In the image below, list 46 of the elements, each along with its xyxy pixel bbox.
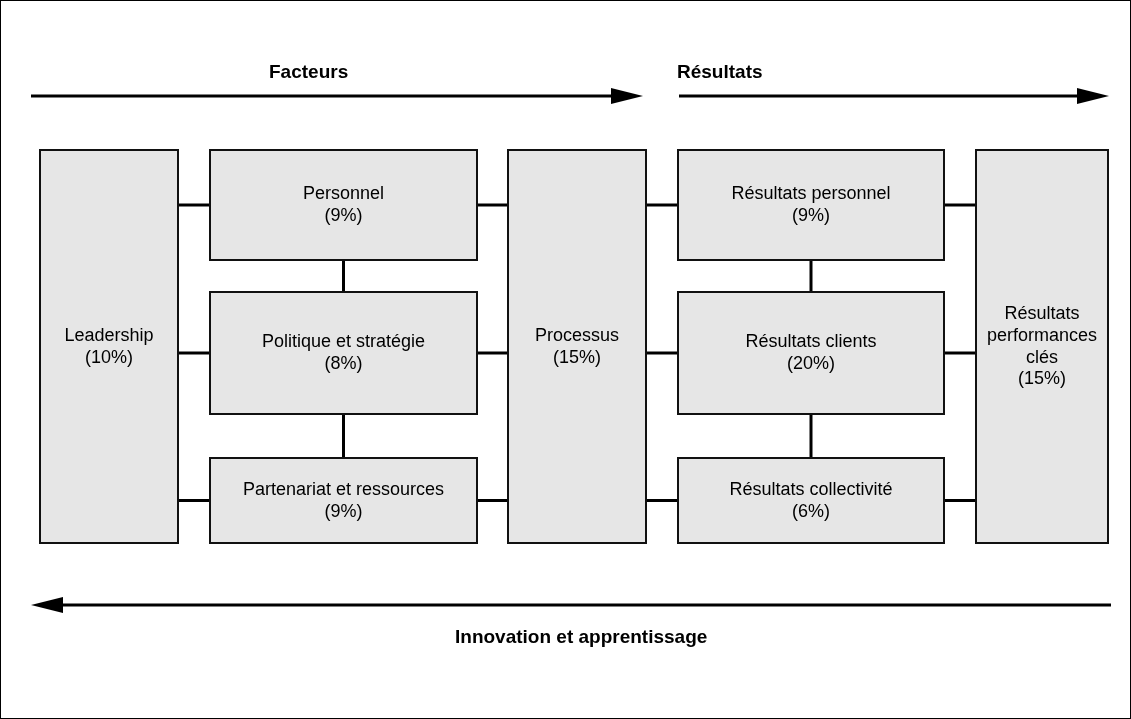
connector-line xyxy=(647,351,677,355)
connector-line xyxy=(478,351,507,355)
criterion-name: Résultats clients xyxy=(745,331,877,353)
criterion-name: Résultats personnel xyxy=(731,183,891,205)
section-heading: Facteurs xyxy=(269,61,349,83)
connector-line xyxy=(647,499,677,502)
criterion-weight: (20%) xyxy=(787,353,835,375)
connector-line xyxy=(179,351,209,355)
connector-line xyxy=(809,415,813,457)
criterion-weight: (8%) xyxy=(324,353,363,375)
criterion-box xyxy=(677,291,945,415)
section-heading: Résultats xyxy=(677,61,763,83)
connector-line xyxy=(478,499,507,502)
criterion-box xyxy=(209,291,478,415)
criterion-weight: (15%) xyxy=(553,346,601,369)
criterion-weight: (15%) xyxy=(1018,368,1066,390)
criterion-box xyxy=(209,149,478,261)
criterion-name: Personnel xyxy=(302,183,385,205)
connector-line xyxy=(342,261,345,291)
criterion-weight: (6%) xyxy=(792,500,830,523)
criterion-name: Partenariat et ressources xyxy=(242,478,445,501)
criterion-weight: (9%) xyxy=(324,500,363,523)
connector-line xyxy=(945,351,975,355)
criterion-name: Résultats performances clés xyxy=(985,303,1099,369)
criterion-box xyxy=(677,457,945,544)
criterion-weight: (10%) xyxy=(85,346,133,369)
connector-line xyxy=(809,261,813,291)
criterion-name: Leadership xyxy=(64,324,154,347)
connector-line xyxy=(179,203,209,207)
connector-line xyxy=(647,203,677,207)
criterion-box xyxy=(975,149,1109,544)
connector-line xyxy=(342,415,345,457)
criterion-box xyxy=(677,149,945,261)
criterion-weight: (9%) xyxy=(792,205,830,227)
section-heading: Innovation et apprentissage xyxy=(455,626,708,648)
criterion-box xyxy=(507,149,647,544)
connector-line xyxy=(179,499,209,502)
criterion-weight: (9%) xyxy=(324,205,363,227)
connector-line xyxy=(945,203,975,207)
criterion-box xyxy=(39,149,179,544)
criterion-name: Résultats collectivité xyxy=(729,478,893,501)
criterion-name: Processus xyxy=(534,324,619,347)
connector-line xyxy=(478,203,507,207)
criterion-box xyxy=(209,457,478,544)
criterion-name: Politique et stratégie xyxy=(261,331,426,353)
connector-line xyxy=(945,499,975,502)
